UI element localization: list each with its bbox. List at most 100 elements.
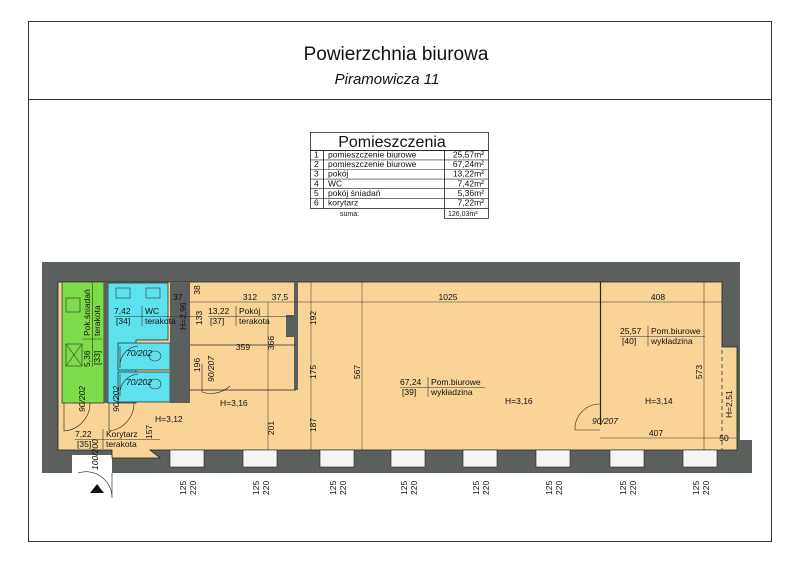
room-name: Pom.biurowe — [431, 377, 481, 387]
room-area: 7,42 — [114, 306, 131, 316]
room-label-office_big: 67,24 Pom.biurowe [39] wykładzina — [400, 377, 485, 397]
window-height-label: 220 — [409, 481, 419, 495]
table-row-area: 13,22m² — [453, 169, 484, 179]
room-number: [40] — [622, 336, 636, 346]
table-row-number: 6 — [314, 198, 319, 208]
window-width-label: 125 — [618, 481, 628, 495]
door-size-door_wc: 90/202 — [111, 386, 121, 412]
dimension-d567: 567 — [352, 365, 362, 379]
table-row-name: korytarz — [328, 198, 358, 208]
room-area: 13,22 — [208, 306, 230, 316]
table-row-area: 5,36m² — [458, 188, 485, 198]
interior-walls — [104, 282, 298, 403]
room-number: [34] — [116, 316, 130, 326]
page-subtitle: Piramowicza 11 — [335, 71, 440, 88]
table-row-number: 4 — [314, 178, 319, 188]
entrance-arrow-icon — [90, 484, 104, 493]
room-floor: wykładzina — [650, 336, 693, 346]
table-row-number: 5 — [314, 188, 319, 198]
room-floor: wykładzina — [430, 387, 473, 397]
dimension-d37b: 37,5 — [272, 292, 289, 302]
window — [682, 449, 718, 468]
window-width-label: 125 — [691, 481, 701, 495]
room-number: [35] — [77, 439, 91, 449]
dimension-d187: 187 — [308, 418, 318, 432]
wc-stall-1 — [117, 342, 171, 371]
dimension-d196: 196 — [192, 358, 202, 372]
dimension-d175: 175 — [308, 365, 318, 379]
room-number: [39] — [402, 387, 416, 397]
dimension-d37a: 37 — [173, 292, 183, 302]
page-title: Powierzchnia biurowa — [304, 44, 489, 65]
room-label-divider — [114, 306, 199, 326]
window-height-label: 220 — [701, 481, 711, 495]
table-row-number: 1 — [314, 150, 319, 160]
height-office-small: H=3,14 — [645, 396, 673, 406]
floor-area — [57, 281, 738, 459]
room-area: 7,22 — [75, 429, 92, 439]
dimension-d407: 407 — [649, 428, 663, 438]
dimension-d133: 133 — [194, 311, 204, 325]
table-row-name: pomieszczenie biurowe — [328, 159, 417, 169]
window-height-label: 220 — [628, 481, 638, 495]
table-row-name: WC — [328, 178, 342, 188]
room-label-divider — [620, 326, 705, 346]
room-floor: terakota — [92, 305, 102, 336]
door-size-door_office: 90/207 — [592, 416, 618, 426]
window-height-label: 220 — [481, 481, 491, 495]
dimension-d157: 157 — [144, 425, 154, 439]
wc-stall-2 — [117, 371, 171, 403]
dimension-d366: 366 — [266, 336, 276, 350]
table-row-area: 7,42m² — [458, 178, 485, 188]
window-height-label: 220 — [338, 481, 348, 495]
window — [169, 449, 205, 468]
dimension-d573: 573 — [694, 365, 704, 379]
sheet-frame — [28, 21, 772, 542]
table-body — [310, 150, 489, 209]
dimension-d312: 312 — [243, 292, 257, 302]
window-width-label: 125 — [399, 481, 409, 495]
table-row-area: 67,24m² — [453, 159, 484, 169]
window — [535, 449, 571, 468]
dimension-d50: 50 — [719, 433, 729, 443]
room-name: Pokój — [239, 306, 260, 316]
door-size-door_wc2: 70/202 — [126, 377, 152, 387]
dimension-d408: 408 — [651, 292, 665, 302]
door-size-door_entry: 100/200 — [90, 439, 100, 470]
window — [242, 449, 278, 468]
table-row-name: pokój śniadań — [328, 188, 381, 198]
table-row-number: 2 — [314, 159, 319, 169]
fixtures — [65, 287, 162, 390]
room-area: 5,36 — [82, 350, 92, 367]
table-row-name: pokój — [328, 169, 348, 179]
room-name: WC — [145, 306, 159, 316]
table-sum-value: 126,03m² — [448, 211, 478, 218]
room-label-divider — [208, 306, 293, 326]
entrance-opening — [72, 455, 112, 473]
room-label-wc: 7,42 WC [34] terakota — [114, 306, 199, 326]
window — [319, 449, 355, 468]
height-closet: H=2,96 — [178, 302, 188, 330]
breakfast-room-fill — [61, 281, 105, 404]
table-row-number: 3 — [314, 169, 319, 179]
room-area: 67,24 — [400, 377, 422, 387]
table-row-name: pomieszczenie biurowe — [328, 150, 417, 160]
window-height-label: 220 — [261, 481, 271, 495]
dimension-d201: 201 — [266, 421, 276, 435]
window-width-label: 125 — [178, 481, 188, 495]
height-corridor: H=3,12 — [155, 414, 183, 424]
window-height-label: 220 — [188, 481, 198, 495]
room-area: 25,57 — [620, 326, 642, 336]
height-office-big: H=3,16 — [505, 396, 533, 406]
room-floor: terakota — [145, 316, 176, 326]
height-hall: H=3,16 — [220, 398, 248, 408]
table-sum-label: suma: — [340, 211, 359, 218]
height-alcove: H=2,51 — [724, 390, 734, 418]
window — [390, 449, 426, 468]
dimension-d38: 38 — [192, 285, 202, 295]
dimension-d192: 192 — [308, 311, 318, 325]
